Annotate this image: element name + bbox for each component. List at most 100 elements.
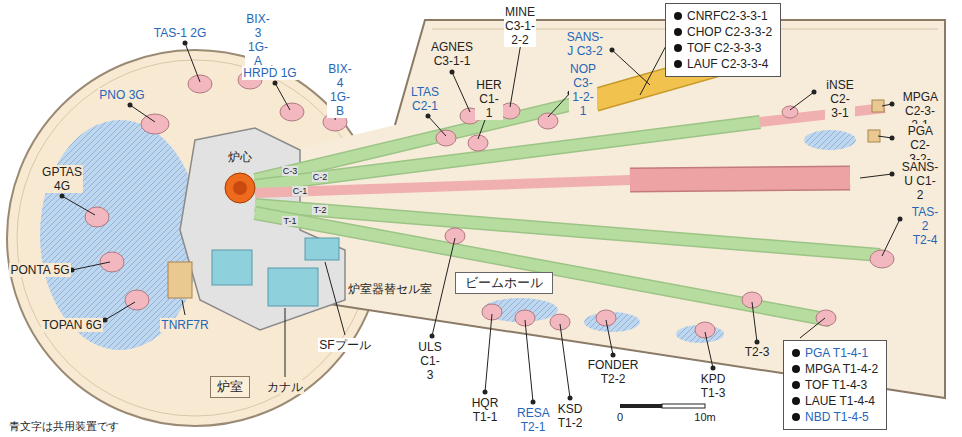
area-label: 炉心 <box>227 150 253 164</box>
leader-line <box>72 262 110 270</box>
list-item: CNRFC2-3-3-1 <box>674 8 772 24</box>
leader-dot <box>128 103 133 108</box>
leader-line <box>185 43 200 82</box>
area-label: カナル <box>266 380 304 394</box>
beam-port-label: C-2 <box>312 172 329 182</box>
leader-dot <box>450 70 455 75</box>
instrument <box>436 130 456 146</box>
instrument <box>695 322 715 338</box>
instrument-label: BIX-4 1G-B <box>327 62 352 118</box>
leader-dot <box>890 136 895 141</box>
instrument <box>188 75 212 93</box>
instrument-label: BIX-3 1G-A <box>245 12 270 68</box>
instrument-label: SANS-U C1-2 <box>901 160 940 202</box>
instrument-label: TNRF7R <box>160 318 209 332</box>
leader-dot <box>273 81 278 86</box>
sans-u-outline <box>630 178 850 180</box>
shielding-area <box>40 120 200 350</box>
leader-line <box>640 42 668 95</box>
instrument-label: PONTA 5G <box>9 263 70 277</box>
bullet-dot <box>792 349 800 357</box>
reactor-core <box>225 173 255 203</box>
list-item: NBD T1-4-5 <box>792 409 878 425</box>
leader-line <box>705 332 713 368</box>
instrument <box>141 114 169 134</box>
bullet-dot <box>674 44 682 52</box>
instrument-label: SANS-J C3-2 <box>566 30 605 58</box>
instrument-label: RESA T2-1 <box>516 406 550 434</box>
instrument-name: LAUE T1-4-4 <box>805 394 875 408</box>
instrument-label: HQR T1-1 <box>471 396 500 424</box>
leader-line <box>62 196 95 215</box>
area-label: SFプール <box>318 338 371 352</box>
instrument-label: GPTAS 4G <box>41 165 83 193</box>
list-item: LAUF C2-3-3-4 <box>674 56 772 72</box>
instrument-label: LTAS C2-1 <box>410 85 440 113</box>
reactor-hall-floor <box>7 50 383 426</box>
instrument <box>125 290 149 310</box>
leader-line <box>485 314 492 392</box>
leader-dot <box>611 353 616 358</box>
bullet-dot <box>674 60 682 68</box>
leader-dot <box>755 340 760 345</box>
leader-line <box>606 320 613 355</box>
instrument-name: CNRFC2-3-3-1 <box>687 9 768 23</box>
instrument-label: HER C1-1 <box>475 78 502 120</box>
leader-line <box>560 324 570 398</box>
reactor-core-inner <box>233 181 247 195</box>
instrument-label: FONDER T2-2 <box>587 358 640 386</box>
instrument-name: LAUF C2-3-3-4 <box>687 57 768 71</box>
instrument-label: PNO 3G <box>98 88 145 102</box>
instrument <box>816 310 836 326</box>
sans-u-vessel <box>630 178 850 180</box>
list-item: CHOP C2-3-3-2 <box>674 24 772 40</box>
leader-line <box>285 308 286 377</box>
list-item: LAUE T1-4-4 <box>792 393 878 409</box>
room-label-box: 炉室 <box>210 376 250 398</box>
sf-pool <box>268 268 318 306</box>
leader-line <box>752 302 757 342</box>
instrument-name: NBD T1-4-5 <box>805 410 869 424</box>
leader-line <box>428 116 446 136</box>
bullet-dot <box>674 12 682 20</box>
instrument-label: ULS C1-3 <box>417 340 442 382</box>
leader-line <box>452 72 470 112</box>
pool <box>212 250 252 285</box>
leader-line <box>325 262 345 335</box>
leader-line <box>525 320 533 402</box>
leader-line <box>130 105 155 122</box>
bullet-dot <box>792 397 800 405</box>
scale-label: 10m <box>693 411 716 424</box>
shielding-area <box>804 130 856 150</box>
instrument-label: HRPD 1G <box>242 66 297 80</box>
instrument <box>782 106 798 118</box>
list-item: TOF T1-4-3 <box>792 377 878 393</box>
instrument-label: KSD T1-2 <box>557 402 584 430</box>
list-item: PGA T1-4-1 <box>792 345 878 361</box>
instrument-label: AGNES C3-1-1 <box>430 40 474 68</box>
leader-dot <box>103 318 108 323</box>
instrument-label: MINE C3-1-2-2 <box>504 5 536 47</box>
beam-port-label: C-1 <box>292 186 309 196</box>
leader-dot <box>812 90 817 95</box>
guide-outline <box>255 213 830 320</box>
pool <box>305 238 339 260</box>
leader-dot <box>711 366 716 371</box>
bullet-dot <box>792 413 800 421</box>
leader-dot <box>890 102 895 107</box>
beam-port-label: C-3 <box>282 166 299 176</box>
leader-dot <box>483 390 488 395</box>
area-name: 炉室 <box>217 379 243 395</box>
reactor-hall-ring <box>17 60 373 416</box>
list-item: MPGA T1-4-2 <box>792 361 878 377</box>
instrument <box>280 103 304 121</box>
instrument <box>596 310 616 326</box>
instrument-label: T2-3 <box>744 345 771 359</box>
leader-line <box>275 83 290 110</box>
bullet-dot <box>674 28 682 36</box>
bullet-dot <box>792 365 800 373</box>
hall-label-box: ビームホール <box>455 272 553 294</box>
scale-bar <box>662 404 705 408</box>
leader-dot <box>610 48 615 53</box>
